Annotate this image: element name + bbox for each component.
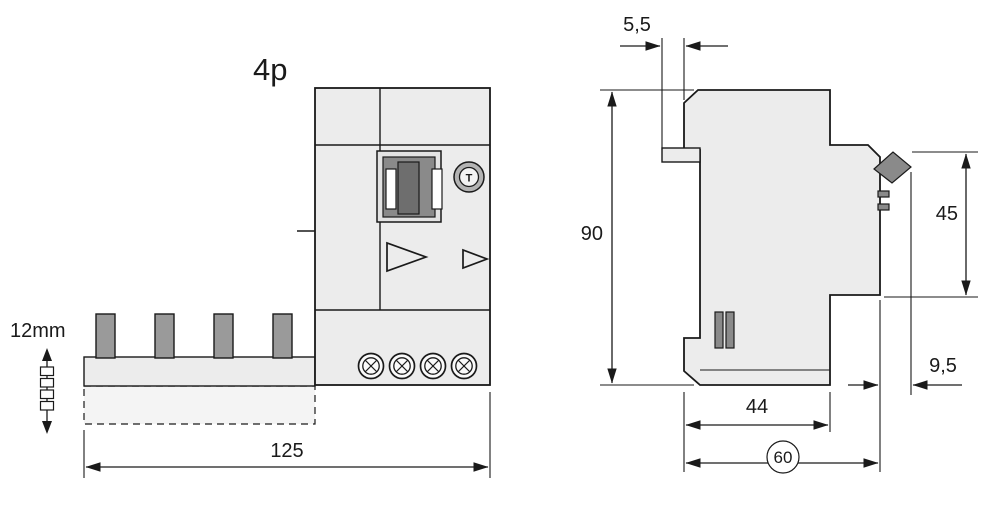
toggle-handle <box>397 161 420 215</box>
toggle-slot-left <box>385 168 397 210</box>
dimension-overall-depth-60: 60 <box>683 300 881 474</box>
side-terminal-bar <box>714 311 724 349</box>
screw-slot <box>395 359 409 373</box>
dim-label-5-5: 5,5 <box>623 14 651 36</box>
dimension-base-depth-44: 44 <box>685 392 831 432</box>
reference-dimension-circle <box>766 440 800 474</box>
indicator-segment <box>39 389 55 400</box>
test-symbol-icon <box>462 248 490 270</box>
toggle-switch <box>376 150 443 223</box>
busbar-pin <box>95 313 116 359</box>
busbar-pin <box>154 313 175 359</box>
indicator-segment <box>39 377 55 388</box>
screw-slot <box>457 359 471 373</box>
indicator-segment <box>39 366 55 377</box>
screw-inner <box>455 357 473 375</box>
dimension-overall-height-90: 90 <box>581 89 694 386</box>
terminal-notch <box>877 190 890 198</box>
dim-label-12mm: 12mm <box>10 320 66 342</box>
screw-inner <box>424 357 442 375</box>
front-view: 4p T <box>10 52 491 478</box>
test-button: T <box>453 161 485 193</box>
arrow-down-icon <box>42 421 52 434</box>
dimension-front-face-height-45: 45 <box>884 151 978 298</box>
screw-slot <box>364 359 378 373</box>
busbar-dashed-zone <box>83 385 316 425</box>
terminal-clamp <box>873 151 912 184</box>
screw-slot <box>426 359 440 373</box>
dim-label-45: 45 <box>936 203 958 225</box>
toggle-slot-right <box>431 168 443 210</box>
test-button-label: T <box>466 173 473 185</box>
terminal-screw <box>450 352 478 380</box>
arrow-up-icon <box>42 348 52 361</box>
dim-label-90: 90 <box>581 223 603 245</box>
terminal-notch <box>877 203 890 211</box>
screw-inner <box>362 357 380 375</box>
dim-label-60: 60 <box>774 448 793 467</box>
dimension-terminal-protrusion-9-5: 9,5 <box>848 172 962 395</box>
busbar-pin <box>213 313 234 359</box>
din-rail-claw <box>661 147 701 163</box>
trip-symbol-icon <box>386 241 429 273</box>
side-terminal-bar <box>725 311 735 349</box>
test-button-face <box>458 166 480 188</box>
pole-count-label: 4p <box>253 52 287 87</box>
terminal-screw <box>419 352 447 380</box>
terminal-screw <box>357 352 385 380</box>
device-body-front <box>314 87 491 386</box>
indicator-segment <box>39 400 55 411</box>
dim-label-9-5: 9,5 <box>929 355 957 377</box>
busbar-pin <box>272 313 293 359</box>
device-body-side <box>683 89 881 386</box>
dim-label-44: 44 <box>746 396 768 418</box>
busbar <box>83 356 316 387</box>
terminal-screw <box>388 352 416 380</box>
screw-inner <box>393 357 411 375</box>
dimension-pin-length-12mm: 12mm <box>10 320 66 434</box>
dim-label-125: 125 <box>270 440 303 462</box>
side-view: 5,5 90 45 9,5 44 <box>581 14 978 474</box>
dimension-overall-width-125: 125 <box>83 392 491 478</box>
